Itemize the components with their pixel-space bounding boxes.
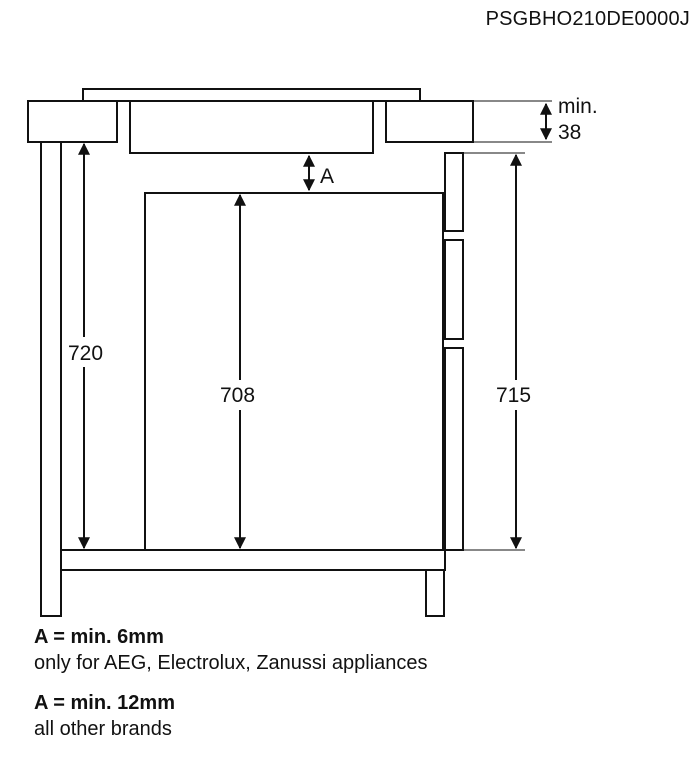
front-height-label: 715 (496, 384, 531, 407)
hob-body (129, 100, 374, 154)
cabinet-leg (425, 569, 445, 617)
note-text: all other brands (34, 718, 172, 740)
front-panel-middle (444, 239, 464, 340)
worktop-thickness-label-line2: 38 (558, 121, 581, 144)
cabinet-side-panel (40, 141, 62, 617)
note-block-aeg: A = min. 6mm only for AEG, Electrolux, Z… (34, 624, 428, 676)
worktop-left (27, 100, 118, 143)
front-panel-top (444, 152, 464, 232)
hob-glass-plate (82, 88, 421, 102)
cabinet-height-label: 720 (68, 342, 103, 365)
notes-section: A = min. 6mm only for AEG, Electrolux, Z… (34, 624, 428, 756)
cabinet-floor (60, 549, 446, 571)
front-panel-bottom (444, 347, 464, 551)
note-title: A = min. 6mm (34, 626, 164, 648)
note-title: A = min. 12mm (34, 692, 175, 714)
note-text: only for AEG, Electrolux, Zanussi applia… (34, 652, 428, 674)
appliance-height-label: 708 (220, 384, 255, 407)
gap-a-label: A (320, 165, 334, 188)
worktop-right (385, 100, 474, 143)
appliance-body (144, 192, 444, 551)
document-code: PSGBHO210DE0000J (485, 8, 690, 30)
worktop-thickness-label-line1: min. (558, 95, 598, 118)
note-block-other-brands: A = min. 12mm all other brands (34, 690, 428, 742)
